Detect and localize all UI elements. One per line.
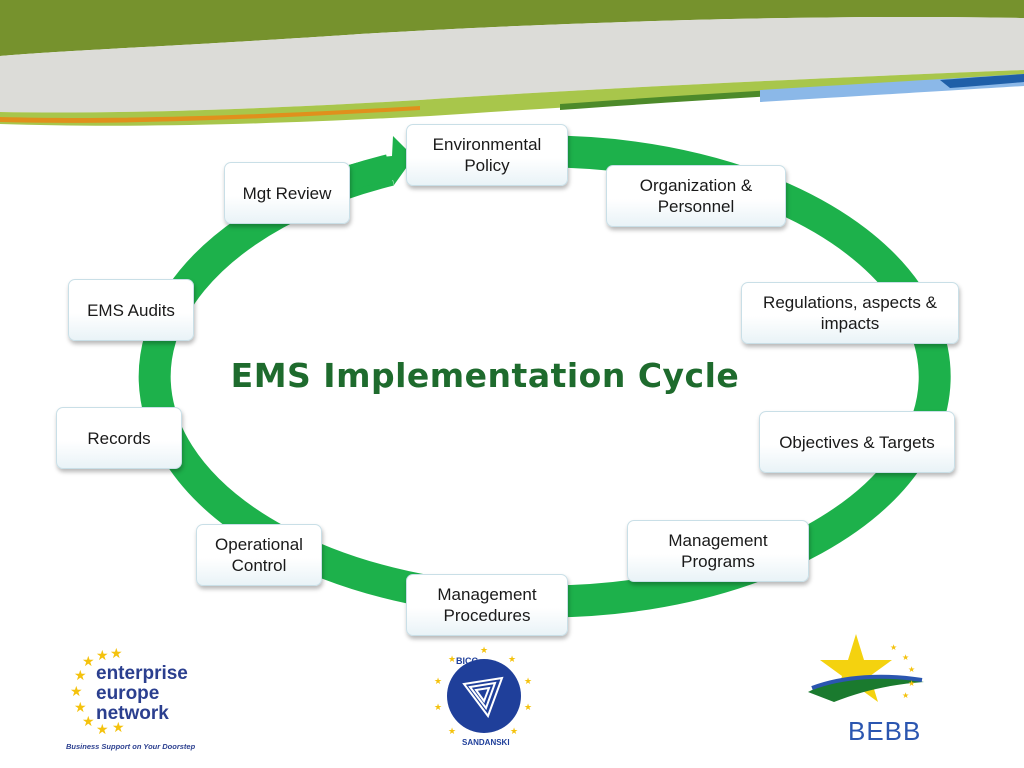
een-word-network: network xyxy=(96,703,169,724)
svg-text:★: ★ xyxy=(524,677,532,687)
eu-stars-icon: ★ ★ ★ ★ ★ ★ ★ ★ ★ xyxy=(70,646,125,736)
bicc-sandanski-logo: ★ ★ ★ ★ ★ ★ ★ ★ ★ BICC SANDANSKI xyxy=(432,644,536,748)
svg-text:★: ★ xyxy=(70,684,83,700)
svg-text:★: ★ xyxy=(524,703,532,713)
step-management-programs: Management Programs xyxy=(627,520,809,582)
step-management-procedures: Management Procedures xyxy=(406,574,568,636)
svg-text:★: ★ xyxy=(74,700,87,716)
svg-text:★: ★ xyxy=(112,720,125,736)
step-regulations-aspects-impacts: Regulations, aspects & impacts xyxy=(741,282,959,344)
svg-text:★: ★ xyxy=(434,677,442,687)
svg-text:★: ★ xyxy=(110,646,123,662)
svg-text:★: ★ xyxy=(908,679,915,688)
svg-text:★: ★ xyxy=(510,727,518,737)
svg-text:★: ★ xyxy=(434,703,442,713)
step-operational-control: Operational Control xyxy=(196,524,322,586)
step-organization-personnel: Organization & Personnel xyxy=(606,165,786,227)
svg-text:★: ★ xyxy=(508,655,516,665)
bicc-emblem-icon: ★ ★ ★ ★ ★ ★ ★ ★ ★ BICC SANDANSKI xyxy=(434,646,532,747)
step-ems-audits: EMS Audits xyxy=(68,279,194,341)
diagram-title: EMS Implementation Cycle xyxy=(230,356,740,395)
svg-text:★: ★ xyxy=(82,654,95,670)
step-objectives-targets: Objectives & Targets xyxy=(759,411,955,473)
svg-text:★: ★ xyxy=(74,668,87,684)
svg-text:★: ★ xyxy=(890,643,897,652)
svg-text:★: ★ xyxy=(96,722,109,736)
bebb-logo: ★ ★ ★ ★ ★ BEBB xyxy=(804,630,934,750)
svg-text:★: ★ xyxy=(448,727,456,737)
svg-text:★: ★ xyxy=(82,714,95,730)
sandanski-text: SANDANSKI xyxy=(462,738,510,747)
bebb-star-icon: ★ ★ ★ ★ ★ xyxy=(808,634,924,702)
svg-text:★: ★ xyxy=(480,646,488,656)
een-word-enterprise: enterprise xyxy=(96,663,188,684)
svg-text:★: ★ xyxy=(96,648,109,664)
bicc-text: BICC xyxy=(456,656,478,666)
een-word-europe: europe xyxy=(96,683,160,704)
step-environmental-policy: Environmental Policy xyxy=(406,124,568,186)
svg-text:★: ★ xyxy=(902,653,909,662)
svg-text:★: ★ xyxy=(448,655,456,665)
step-mgt-review: Mgt Review xyxy=(224,162,350,224)
een-tagline: Business Support on Your Doorstep xyxy=(66,742,196,751)
step-records: Records xyxy=(56,407,182,469)
enterprise-europe-network-logo: ★ ★ ★ ★ ★ ★ ★ ★ ★ enterprise europe netw… xyxy=(60,644,200,756)
header-swoosh xyxy=(0,0,1024,126)
svg-text:★: ★ xyxy=(902,691,909,700)
svg-text:★: ★ xyxy=(908,665,915,674)
bebb-text: BEBB xyxy=(848,716,922,746)
